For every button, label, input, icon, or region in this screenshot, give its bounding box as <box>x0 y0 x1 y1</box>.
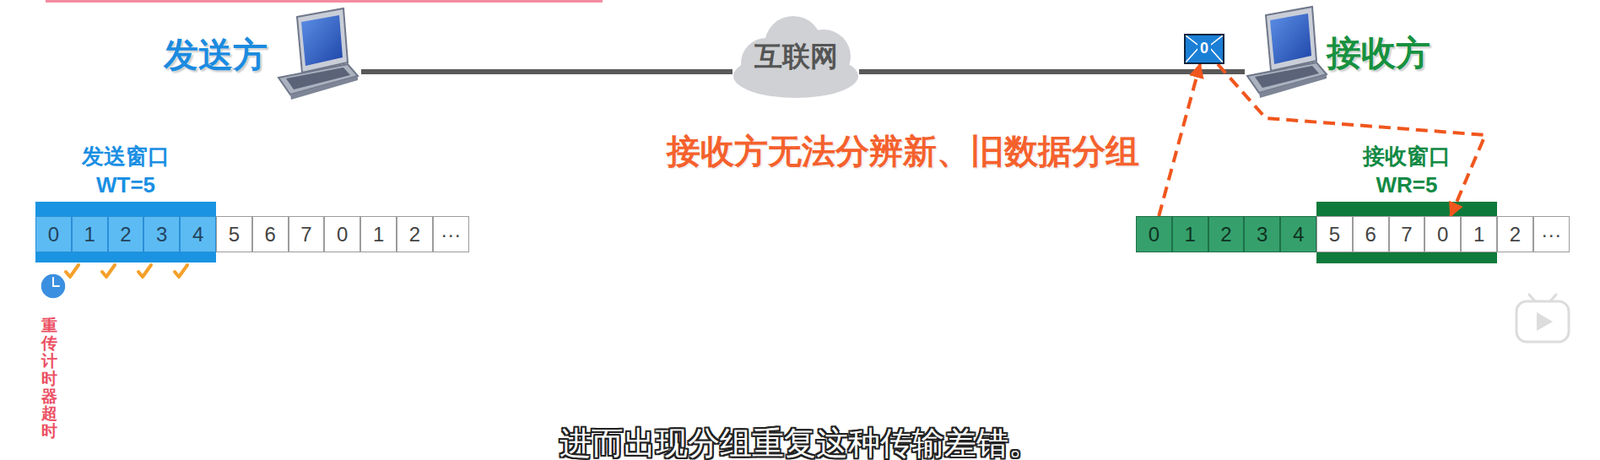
sequence-cell: 2 <box>1497 216 1534 253</box>
check-mark <box>65 264 79 277</box>
window-title: 发送窗口 <box>81 142 170 172</box>
check-mark <box>102 264 115 277</box>
node-label: 1 <box>1184 222 1196 247</box>
check-mark <box>138 264 152 277</box>
node-label: 4 <box>192 222 204 247</box>
node-label: 3 <box>156 222 168 247</box>
subtitle: 进而出现分组重复这种传输差错。 <box>559 421 1041 460</box>
sequence-cell: 0 <box>1135 216 1173 253</box>
check-marks <box>65 264 188 277</box>
internet-cloud: 互联网 <box>732 12 860 101</box>
play-icon-triangle <box>1536 312 1553 331</box>
laptop-screen <box>1270 13 1312 65</box>
node-label: 0 <box>336 222 348 247</box>
node-label: 2 <box>1509 222 1521 247</box>
laptop-screen <box>301 15 343 66</box>
laptop-keyboard <box>286 67 351 90</box>
window-heading: 发送窗口WT=5 <box>10 142 242 200</box>
node-label: 发送方 <box>163 32 268 79</box>
clock-hand <box>52 277 55 287</box>
node-label: 2 <box>409 222 421 247</box>
node-label: 4 <box>1292 222 1304 247</box>
node-label: ··· <box>440 222 461 247</box>
sequence-cell: 5 <box>216 216 253 253</box>
window-bar <box>1316 252 1498 264</box>
sequence-cell: 7 <box>288 216 325 253</box>
sequence-cell: 1 <box>360 216 397 253</box>
sequence-cell: 1 <box>1172 216 1209 253</box>
laptop-screen-frame <box>1265 6 1317 71</box>
window-title: WT=5 <box>96 171 156 200</box>
sequence-cell: 4 <box>1280 216 1317 253</box>
node-label: 7 <box>1400 222 1412 247</box>
node-label: 0 <box>1148 222 1160 247</box>
laptop-icon <box>1247 6 1327 98</box>
node-label: ··· <box>1540 222 1562 247</box>
send-window: 发送窗口WT=501234 <box>35 201 217 263</box>
sequence-cell: 0 <box>1424 216 1461 253</box>
top-rule <box>45 0 603 3</box>
sequence-cell: 6 <box>252 216 289 253</box>
sequence-cell: 2 <box>396 216 433 253</box>
play-icon-frame <box>1516 301 1569 342</box>
receive-window: 接收窗口WR=556701 <box>1316 201 1498 263</box>
warning-note: 接收方无法分辨新、旧数据分组 <box>666 128 1140 175</box>
sender-host: 发送方 <box>158 16 362 93</box>
clock-hand <box>53 285 60 287</box>
envelope-line <box>1209 47 1223 63</box>
window-title: WR=5 <box>1376 171 1438 200</box>
sequence-cell: 0 <box>324 216 361 253</box>
timer-note: 重传计时器超时 <box>41 317 58 441</box>
laptop-screen-frame <box>297 8 348 73</box>
node-label: 0 <box>48 222 60 247</box>
packet-envelope: 0 <box>1183 33 1225 65</box>
laptop-edge <box>290 75 358 100</box>
sequence-cell: ··· <box>432 216 470 253</box>
node-label: 5 <box>1329 222 1341 247</box>
node-label: 6 <box>1365 222 1377 247</box>
network-link <box>859 69 1245 75</box>
sequence-cell: 3 <box>1243 216 1281 253</box>
window-title: 接收窗口 <box>1362 142 1451 172</box>
node-label: 互联网 <box>754 37 838 76</box>
node-label: 6 <box>264 222 276 247</box>
laptop-icon <box>278 8 358 100</box>
laptop-edge <box>1259 74 1327 98</box>
laptop-keyboard <box>1254 65 1319 88</box>
transfer-arrow <box>1158 64 1200 217</box>
clock-face <box>40 273 66 299</box>
node-label: 2 <box>1220 222 1232 247</box>
window-heading: 接收窗口WR=5 <box>1291 142 1523 200</box>
node-label: 5 <box>228 222 240 247</box>
sequence-cell: 1 <box>71 216 109 253</box>
node-label: 接收方 <box>1326 30 1431 77</box>
sequence-cell: 5 <box>1316 216 1353 253</box>
sequence-cell: 0 <box>35 216 72 253</box>
sequence-cell: 2 <box>108 216 145 253</box>
transfer-arrow <box>1217 64 1486 217</box>
sequence-cell: 3 <box>143 216 180 253</box>
sequence-cell: 1 <box>1460 216 1498 253</box>
timer-clock <box>40 273 66 299</box>
node-label: 2 <box>119 222 131 247</box>
node-label: 0 <box>1197 40 1211 58</box>
receiver-host: 接收方 <box>1244 15 1515 92</box>
sequence-cell: ··· <box>1533 216 1570 253</box>
node-label: 3 <box>1256 222 1268 247</box>
sequence-cell: 7 <box>1389 216 1426 253</box>
node-label: 1 <box>1473 222 1485 247</box>
node-label: 1 <box>372 222 384 247</box>
sequence-cell: 6 <box>1352 216 1390 253</box>
window-bar <box>1316 201 1498 217</box>
sequence-cell: 2 <box>1208 216 1245 253</box>
node-label: 0 <box>1437 222 1449 247</box>
network-link <box>361 69 733 75</box>
play-icon <box>1516 294 1569 342</box>
sequence-cell: 4 <box>179 216 217 253</box>
check-mark <box>174 264 188 277</box>
node-label: 7 <box>300 222 312 247</box>
node-label: 1 <box>84 222 96 247</box>
